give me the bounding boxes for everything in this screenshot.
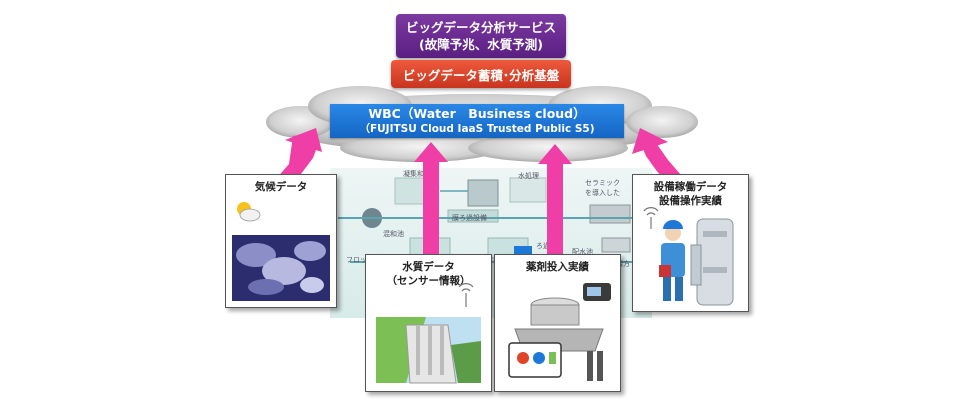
equipment-illustration	[643, 207, 734, 306]
arrow-weather-head	[285, 128, 322, 152]
arrow-equipment-head	[632, 128, 668, 154]
equipment-data-card: 設備稼働データ 設備操作実績	[632, 174, 749, 312]
wbc-cloud-box: WBC（Water Business cloud） （FUJITSU Cloud…	[330, 104, 624, 138]
plant-label: 膜ろ過設備	[452, 213, 487, 222]
cloud-title: WBC（Water Business cloud）	[368, 106, 586, 121]
weather-illustration	[232, 202, 330, 301]
card-title: 薬剤投入実績	[526, 261, 589, 273]
plant-label: 凝集和槽	[403, 169, 431, 178]
bigdata-platform-box: ビッグデータ蓄積･分析基盤	[391, 60, 571, 88]
plant-label: 配水池	[572, 247, 593, 256]
cloud-subtitle: （FUJITSU Cloud IaaS Trusted Public S5)	[359, 123, 595, 135]
card-subtitle: （センサー情報）	[386, 275, 471, 287]
arrow-water-quality-head	[414, 142, 448, 162]
card-title: 水質データ	[402, 261, 455, 273]
plant-label: を導入した	[585, 188, 620, 197]
card-title: 設備稼働データ	[653, 181, 728, 193]
arrow-chemical-head	[538, 144, 572, 164]
water-quality-data-card: 水質データ （センサー情報）	[365, 254, 492, 392]
remote-device-icon	[583, 283, 611, 301]
operator-icon	[659, 220, 685, 301]
dam-illustration	[376, 283, 481, 384]
service-subtitle: (故障予兆、水質予測)	[419, 37, 543, 52]
dosing-illustration	[508, 283, 611, 381]
weather-data-card: 気候データ	[225, 174, 337, 308]
plant-label: 混和池	[383, 229, 404, 238]
plant-label: ろ過池	[536, 241, 557, 250]
platform-label: ビッグデータ蓄積･分析基盤	[402, 67, 560, 83]
card-subtitle: 設備操作実績	[659, 195, 722, 207]
plant-label: 燐方	[616, 259, 630, 268]
satellite-image	[232, 235, 330, 301]
plant-label: フロック	[346, 256, 374, 264]
tablet-icon	[508, 342, 562, 378]
arrow-water-quality-shaft	[423, 160, 439, 256]
plant-label: 水処理	[518, 171, 539, 180]
dam-icon	[376, 317, 481, 384]
bigdata-analysis-service-box: ビッグデータ分析サービス (故障予兆、水質予測)	[396, 14, 566, 58]
wireless-sensor-icon	[643, 207, 659, 229]
service-title: ビッグデータ分析サービス	[405, 20, 556, 35]
wireless-sensor-icon	[458, 283, 474, 307]
arrow-chemical-shaft	[547, 162, 563, 258]
sun-cloud-icon	[237, 202, 261, 222]
equipment-tower-icon	[690, 218, 734, 306]
plant-label: セラミック	[585, 179, 620, 187]
chemical-dosing-card: 薬剤投入実績	[494, 254, 621, 392]
card-title: 気候データ	[254, 181, 308, 193]
